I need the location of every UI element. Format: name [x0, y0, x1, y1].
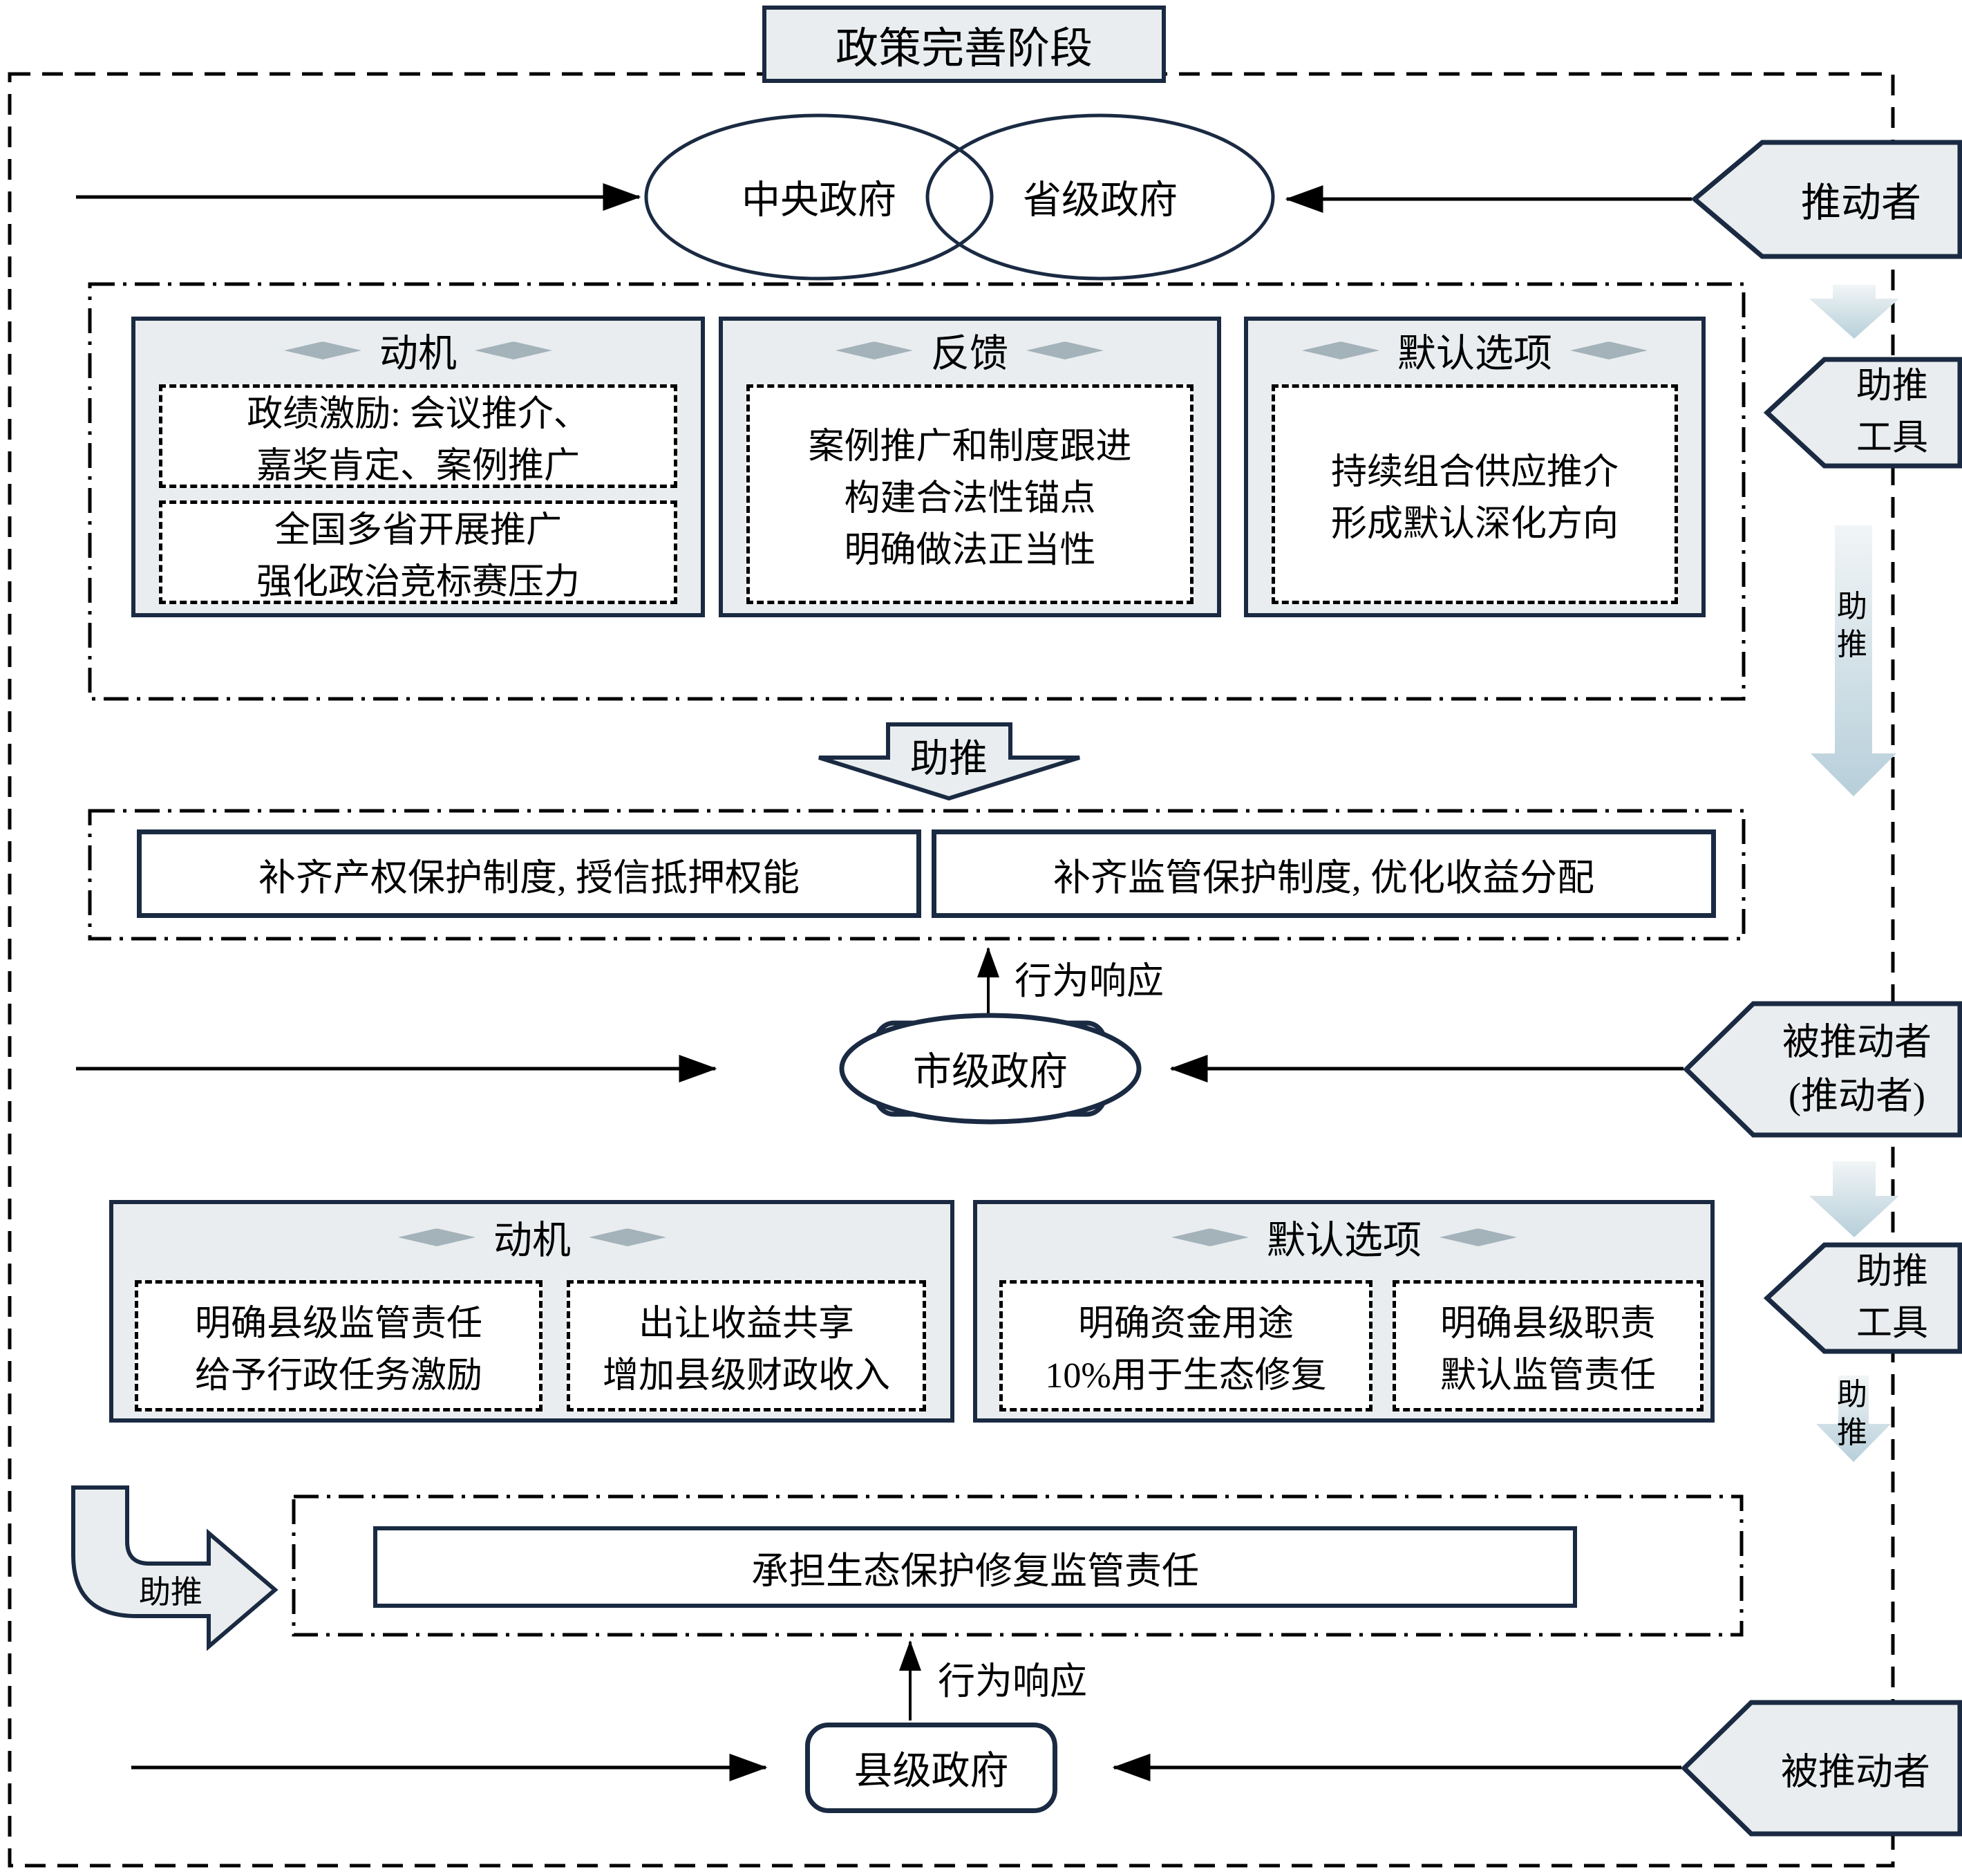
policy-box-supervision-text: 补齐监管保护制度, 优化收益分配 [1053, 856, 1594, 899]
provincial-gov-label: 省级政府 [1023, 179, 1178, 223]
diamond-icon [1570, 341, 1648, 359]
nudge-gradient-arrow-2 [1811, 525, 1896, 796]
pushed-pusher-hexagon [1682, 1001, 1962, 1138]
provincial-gov-ellipse [925, 113, 1275, 281]
municipal-gov-ellipse [839, 1013, 1142, 1125]
pushed-label: 被推动者 [1781, 1751, 1930, 1793]
nudge-gradient-arrow-3 [1809, 1161, 1899, 1237]
item-text: 明确县级职责 [1440, 1304, 1656, 1344]
diamond-icon [1440, 1228, 1517, 1246]
pushed-hexagon [1680, 1700, 1962, 1837]
diamond-icon [589, 1228, 666, 1246]
behavior-response-label-1: 行为响应 [1015, 960, 1164, 1002]
motivation-bottom-title: 动机 [493, 1219, 571, 1263]
item-text: 政绩激励: 会议推介、 [247, 395, 589, 434]
item-text: 全国多省开展推广 [274, 511, 562, 550]
county-duty-text: 承担生态保护修复监管责任 [751, 1550, 1199, 1592]
nudge-down-arrow-shape [818, 722, 1080, 801]
default-option-bottom-item-2: 明确县级职责 默认监管责任 [1393, 1280, 1704, 1411]
nudge-vertical-label-1: 助推 [1837, 590, 1867, 662]
stage-title: 政策完善阶段 [835, 26, 1093, 73]
feedback-item: 案例推广和制度跟进 构建合法性锚点 明确做法正当性 [746, 384, 1194, 604]
item-text: 默认监管责任 [1440, 1356, 1656, 1396]
policy-box-supervision: 补齐监管保护制度, 优化收益分配 [932, 829, 1716, 918]
item-text: 形成默认深化方向 [1330, 505, 1619, 544]
nudge-gradient-arrow-1 [1809, 285, 1899, 339]
nudge-tool-text: 工具 [1856, 1304, 1929, 1344]
nudge-bent-arrow-shape [71, 1485, 279, 1651]
default-option-top-item: 持续组合供应推介 形成默认深化方向 [1272, 384, 1678, 604]
county-gov-label: 县级政府 [853, 1750, 1009, 1793]
provincial-gov-ellipse-fill [927, 115, 1273, 279]
diamond-icon [398, 1228, 475, 1246]
municipal-gov-label: 市级政府 [913, 1051, 1068, 1094]
default-option-bottom-item-1: 明确资金用途 10%用于生态修复 [999, 1280, 1373, 1411]
motivation-top-item-1: 政绩激励: 会议推介、 嘉奖肯定、案例推广 [159, 384, 677, 488]
diamond-icon [836, 341, 913, 359]
item-text: 增加县级财政收入 [602, 1356, 890, 1396]
nudge-tool-label-1: 助推 工具 [1856, 361, 1928, 465]
diamond-icon [1302, 341, 1379, 359]
policy-dashdot-box [88, 809, 1746, 941]
top-tools-dashdot-box [88, 282, 1746, 701]
item-text: 持续组合供应推介 [1330, 453, 1619, 492]
policy-box-property-text: 补齐产权保护制度, 授信抵押权能 [258, 856, 800, 899]
nudge-down-arrow-label: 助推 [910, 738, 988, 781]
central-gov-ellipse [644, 113, 994, 281]
central-gov-label: 中央政府 [742, 179, 896, 223]
motivation-bottom-header: 动机 [398, 1210, 666, 1266]
pushed-pusher-label: 被推动者 (推动者) [1782, 1015, 1932, 1124]
default-option-bottom-header: 默认选项 [1171, 1210, 1517, 1266]
nudge-tool-text: 助推 [1856, 366, 1929, 406]
item-text: 明确资金用途 [1077, 1304, 1294, 1344]
policy-box-property: 补齐产权保护制度, 授信抵押权能 [137, 829, 921, 918]
county-gov-box: 县级政府 [805, 1723, 1057, 1813]
default-option-top-header: 默认选项 [1302, 323, 1648, 379]
default-option-bottom-title: 默认选项 [1267, 1219, 1422, 1263]
motivation-bottom-item-1: 明确县级监管责任 给予行政任务激励 [135, 1280, 543, 1411]
motivation-top-header: 动机 [284, 323, 552, 379]
diamond-icon [475, 341, 552, 359]
county-duty-box: 承担生态保护修复监管责任 [373, 1526, 1577, 1608]
county-duty-dashdot-box [292, 1494, 1744, 1637]
item-text: 明确做法正当性 [844, 530, 1096, 570]
diamond-icon [1171, 1228, 1249, 1246]
nudge-tool-hexagon-1 [1763, 357, 1962, 469]
diamond-icon [1026, 341, 1104, 359]
stage-title-box: 政策完善阶段 [762, 6, 1166, 83]
motivation-top-item-2: 全国多省开展推广 强化政治竞标赛压力 [159, 500, 677, 604]
motivation-bottom-item-2: 出让收益共享 增加县级财政收入 [567, 1280, 926, 1411]
nudge-vertical-label-2: 助推 [1837, 1378, 1867, 1450]
feedback-title: 反馈 [931, 332, 1008, 376]
item-text: 案例推广和制度跟进 [808, 426, 1132, 467]
nudge-bent-arrow-label: 助推 [139, 1575, 202, 1610]
default-option-top-title: 默认选项 [1397, 332, 1552, 376]
nudge-tool-text: 工具 [1856, 419, 1929, 458]
pushed-pusher-text: 被推动者 [1782, 1021, 1932, 1063]
motivation-top-title: 动机 [379, 332, 457, 376]
item-text: 嘉奖肯定、案例推广 [256, 447, 580, 486]
item-text: 明确县级监管责任 [194, 1304, 482, 1344]
nudge-gradient-arrow-4 [1816, 1376, 1891, 1462]
stage-dashed-border [8, 72, 1895, 1868]
item-text: 给予行政任务激励 [194, 1356, 482, 1396]
behavior-response-label-2: 行为响应 [938, 1660, 1087, 1703]
item-text: 10%用于生态修复 [1045, 1356, 1327, 1396]
pusher-label: 推动者 [1800, 180, 1922, 225]
feedback-header: 反馈 [836, 323, 1104, 379]
nudge-tool-hexagon-2 [1763, 1242, 1962, 1354]
central-gov-ellipse-fill [646, 115, 992, 279]
pusher-hexagon [1690, 140, 1962, 259]
item-text: 出让收益共享 [638, 1304, 854, 1344]
item-text: 构建合法性锚点 [844, 478, 1096, 518]
nudge-tool-text: 助推 [1856, 1252, 1929, 1292]
diamond-icon [284, 341, 361, 359]
item-text: 强化政治竞标赛压力 [256, 563, 580, 602]
nudge-tool-label-2: 助推 工具 [1856, 1246, 1928, 1351]
pushed-pusher-text: (推动者) [1789, 1076, 1925, 1117]
